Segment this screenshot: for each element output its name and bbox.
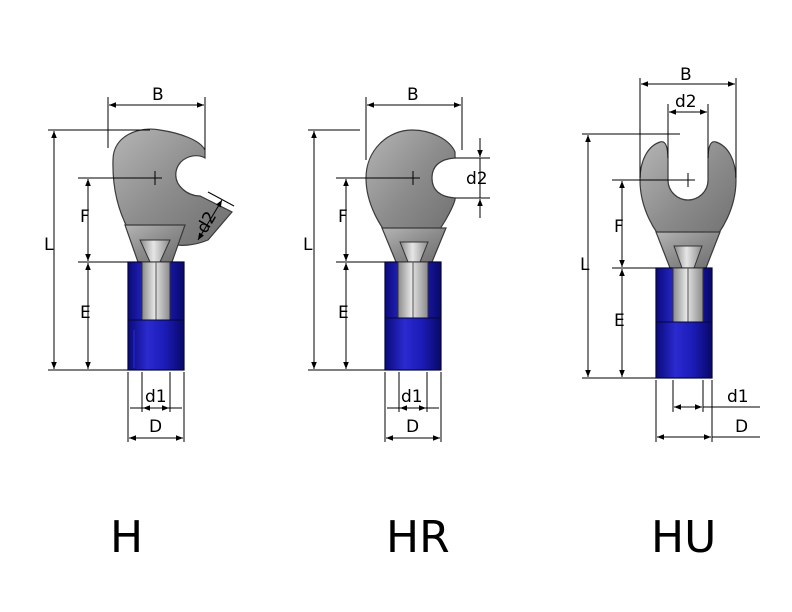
- label-E: E: [80, 303, 91, 323]
- label-D: D: [149, 417, 162, 437]
- label-d1: d1: [727, 387, 749, 407]
- type-label-HU: HU: [651, 512, 716, 563]
- label-L: L: [580, 255, 590, 275]
- label-E: E: [614, 311, 625, 331]
- label-F: F: [338, 207, 348, 227]
- type-label-H: H: [110, 512, 143, 563]
- label-d2: d2: [466, 169, 488, 189]
- terminal-H: L F E B d2 d1 D H: [44, 85, 235, 563]
- label-D: D: [735, 417, 748, 437]
- label-B: B: [680, 65, 692, 85]
- label-F: F: [614, 217, 624, 237]
- fork-body: [639, 141, 737, 247]
- type-label-HR: HR: [386, 512, 450, 563]
- label-d1: d1: [145, 387, 167, 407]
- label-F: F: [80, 207, 90, 227]
- label-L: L: [44, 235, 54, 255]
- label-d2: d2: [675, 92, 697, 112]
- terminal-HR: L F E B d2 d1 D HR: [303, 85, 490, 563]
- label-L: L: [303, 235, 313, 255]
- label-E: E: [338, 303, 349, 323]
- ring-body: [365, 129, 456, 243]
- label-B: B: [407, 85, 419, 105]
- terminal-HU: L F E B d2 d1 D HU: [580, 65, 760, 563]
- label-d1: d1: [401, 387, 423, 407]
- label-B: B: [152, 85, 164, 105]
- label-D: D: [406, 417, 419, 437]
